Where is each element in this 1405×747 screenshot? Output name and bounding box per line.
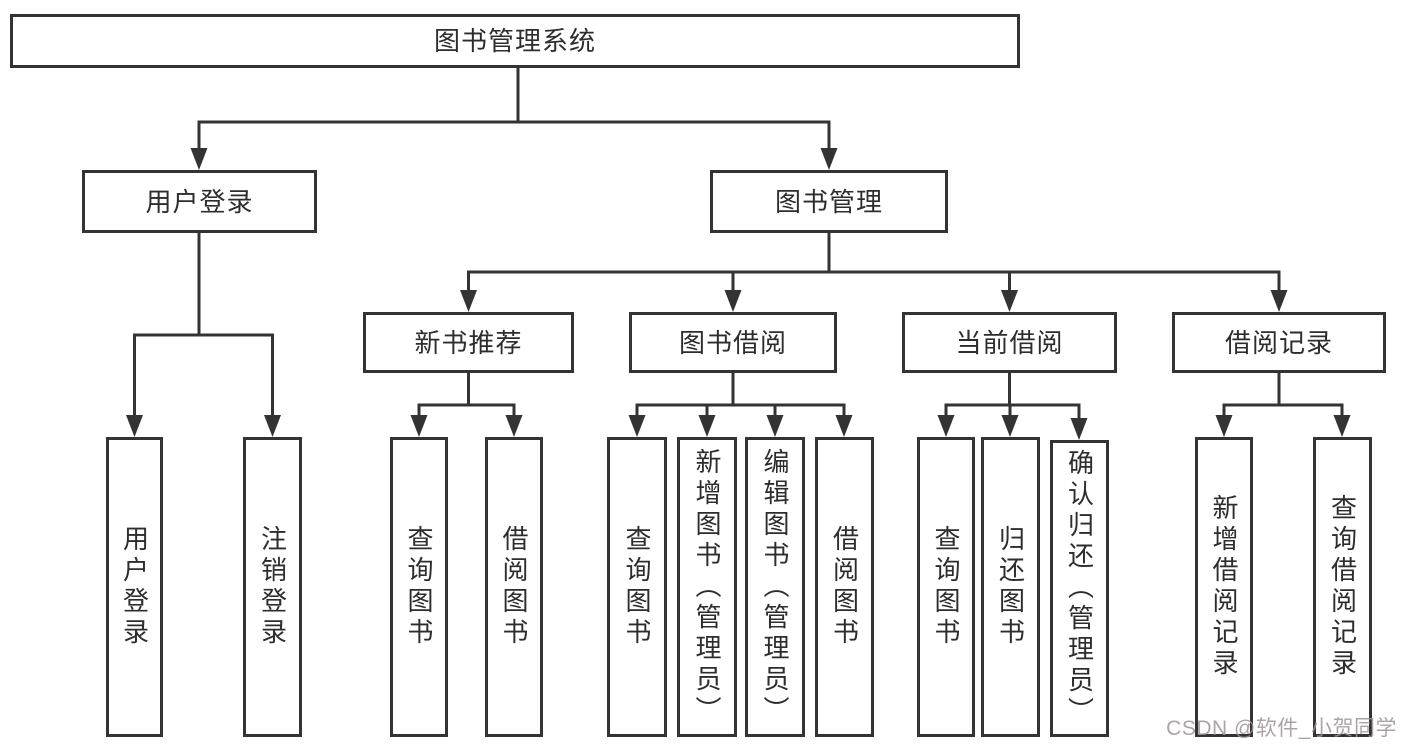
node-borrow-record-label: 借阅记录: [1224, 327, 1333, 358]
csdn-watermark: CSDN @软件_小贺同学: [1166, 717, 1397, 740]
leaf-borrow-books-recommend: 借阅图书: [485, 437, 543, 737]
leaf-query-books-recommend-label: 查询图书: [404, 525, 434, 649]
leaf-logout: 注销登录: [243, 437, 302, 737]
node-new-book-recommend-label: 新书推荐: [414, 327, 523, 358]
leaf-add-borrow-record-label: 新增借阅记录: [1209, 494, 1239, 680]
node-book-borrow: 图书借阅: [629, 312, 837, 373]
node-book-borrow-label: 图书借阅: [678, 327, 787, 358]
node-root-label: 图书管理系统: [433, 26, 596, 56]
leaf-add-book-admin-label: 新增图书（管理员）: [692, 447, 722, 727]
leaf-query-books-borrow-label: 查询图书: [622, 525, 652, 649]
node-new-book-recommend: 新书推荐: [363, 312, 574, 373]
node-user-login: 用户登录: [82, 170, 317, 233]
leaf-query-books-current-label: 查询图书: [931, 525, 961, 649]
leaf-add-borrow-record: 新增借阅记录: [1195, 437, 1253, 737]
node-book-management: 图书管理: [710, 170, 948, 233]
leaf-borrow-books: 借阅图书: [815, 437, 874, 737]
node-current-borrow-label: 当前借阅: [955, 327, 1064, 358]
leaf-query-borrow-record-label: 查询借阅记录: [1327, 494, 1358, 680]
leaf-query-books-borrow: 查询图书: [607, 437, 667, 737]
leaf-query-books-current: 查询图书: [917, 437, 975, 737]
leaf-add-book-admin: 新增图书（管理员）: [677, 437, 737, 737]
node-book-management-label: 图书管理: [774, 186, 883, 217]
leaf-edit-book-admin: 编辑图书（管理员）: [745, 437, 805, 737]
node-root: 图书管理系统: [10, 14, 1020, 68]
leaf-borrow-books-recommend-label: 借阅图书: [499, 525, 529, 649]
leaf-borrow-books-label: 借阅图书: [829, 525, 860, 649]
leaf-user-login-label: 用户登录: [119, 525, 150, 649]
leaf-query-borrow-record: 查询借阅记录: [1313, 437, 1372, 737]
leaf-return-books-label: 归还图书: [995, 525, 1026, 649]
node-current-borrow: 当前借阅: [902, 312, 1117, 373]
leaf-user-login: 用户登录: [106, 437, 163, 737]
leaf-logout-label: 注销登录: [257, 525, 288, 649]
leaf-confirm-return-admin: 确认归还（管理员）: [1050, 440, 1109, 737]
leaf-edit-book-admin-label: 编辑图书（管理员）: [760, 447, 790, 727]
node-user-login-label: 用户登录: [145, 186, 254, 217]
leaf-query-books-recommend: 查询图书: [390, 437, 448, 737]
leaf-confirm-return-admin-label: 确认归还（管理员）: [1064, 449, 1095, 728]
leaf-return-books: 归还图书: [981, 437, 1040, 737]
node-borrow-record: 借阅记录: [1172, 312, 1386, 373]
